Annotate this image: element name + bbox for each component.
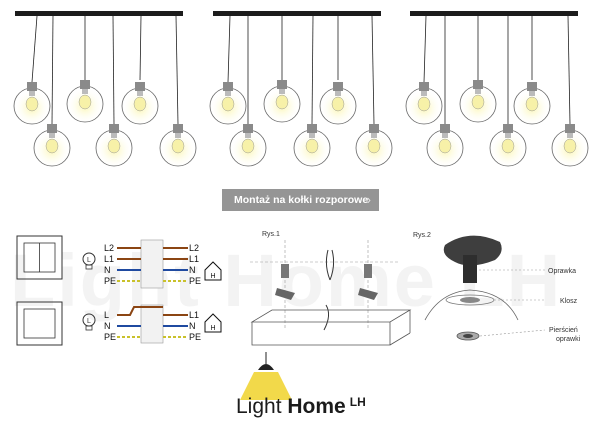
fixture-1 [13, 11, 197, 167]
d2-left-1: N [104, 321, 111, 331]
fixture-2 [209, 11, 393, 167]
banner-label: Montaż na kołki rozporowe [234, 194, 369, 206]
d1-left-3: PE [104, 276, 116, 286]
figure1-label: Rys.1 [262, 231, 280, 238]
logo-word-light: Light [236, 395, 282, 418]
lamp-parts-drawing: Rys.2 Oprawka Klosz Pierścień oprawki [413, 232, 581, 343]
d2-left-2: PE [104, 332, 116, 342]
house-icon-1: H [204, 261, 222, 281]
d1-right-1: L1 [189, 254, 199, 264]
bulb-label-1: L [87, 257, 91, 264]
bulb-icon-1: L [82, 252, 96, 270]
wiring-diagram-1: L2 L1 N PE L2 L1 N PE H [104, 239, 222, 289]
fixture-3 [405, 11, 589, 167]
installation-diagrams: L L L2 L1 N PE L2 L1 N PE H L N PE [16, 231, 581, 400]
part-oprawka: Oprawka [548, 268, 576, 275]
svg-text:H: H [210, 273, 215, 280]
mounting-drawing: Rys.1 [250, 231, 412, 346]
double-switch-icon [16, 235, 63, 280]
single-switch-icon [16, 301, 63, 346]
logo-word-home: Home [287, 395, 346, 418]
d1-left-2: N [104, 265, 111, 275]
mounting-banner-button[interactable]: Montaż na kołki rozporowe › [222, 189, 379, 211]
d2-right-2: PE [189, 332, 201, 342]
chevron-right-icon: › [366, 192, 371, 207]
part-klosz: Klosz [560, 298, 578, 305]
part-pierscien: Pierścień [549, 327, 578, 334]
wiring-diagram-2: L N PE L1 N PE H [104, 304, 222, 344]
d2-right-0: L1 [189, 310, 199, 320]
d1-left-0: L2 [104, 243, 114, 253]
pendant-lamps-illustration [13, 11, 589, 167]
d2-left-0: L [104, 310, 109, 320]
figure2-label: Rys.2 [413, 232, 431, 239]
d1-left-1: L1 [104, 254, 114, 264]
bulb-icon-2: L [82, 313, 96, 331]
d1-right-3: PE [189, 276, 201, 286]
logo-suffix: LH [349, 395, 366, 409]
d1-right-2: N [189, 265, 196, 275]
d2-right-1: N [189, 321, 196, 331]
part-oprawki: oprawki [556, 336, 581, 343]
svg-text:H: H [210, 325, 215, 332]
bulb-label-2: L [87, 318, 91, 325]
d1-right-0: L2 [189, 243, 199, 253]
house-icon-2: H [204, 313, 222, 333]
logo-lamp-icon [240, 352, 292, 400]
